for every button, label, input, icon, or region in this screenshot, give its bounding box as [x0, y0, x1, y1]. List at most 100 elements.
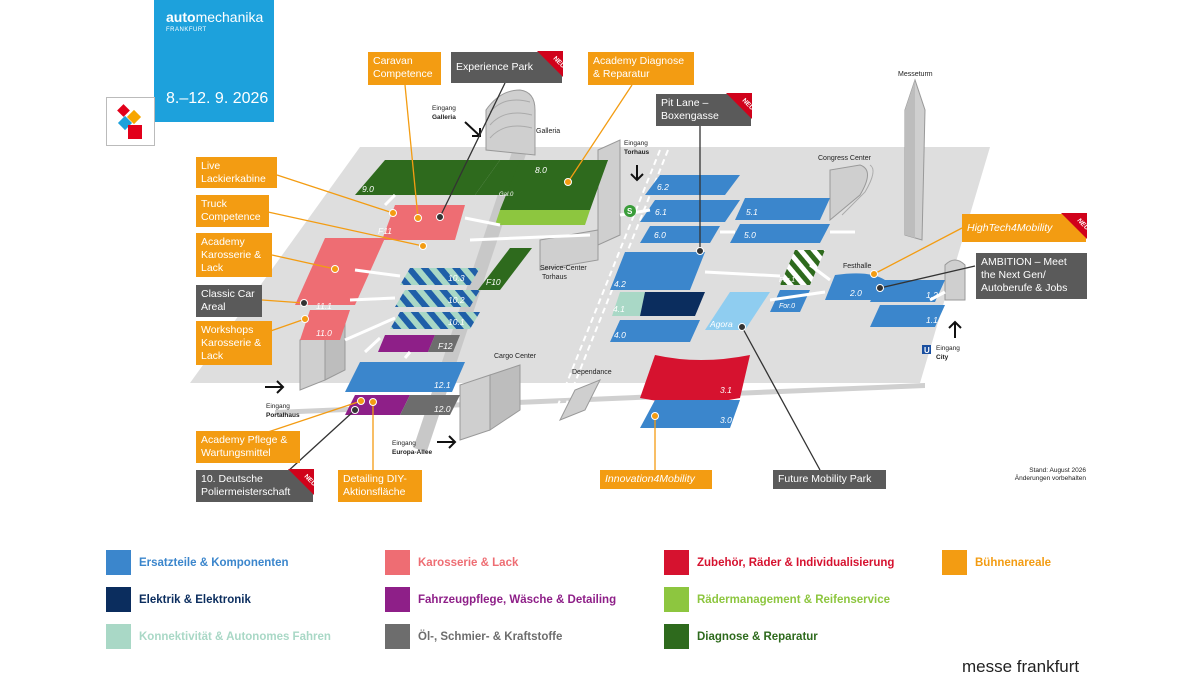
callout-pit-lane[interactable]: Pit Lane – Boxengasse NEU [656, 93, 752, 126]
hall-label: 8.0 [535, 165, 547, 175]
u-bahn-label: U [924, 346, 930, 355]
callout-academy-diagnose[interactable]: Academy Diagnose & Reparatur [588, 52, 694, 85]
hall-label: For.1 [779, 277, 795, 284]
legend-label: Fahrzeugpflege, Wäsche & Detailing [418, 593, 617, 606]
arrow-icon [464, 121, 481, 137]
callout-live-lackierkabine[interactable]: Live Lackierkabine [196, 157, 277, 188]
hall-label: Agora [709, 319, 733, 329]
callout-experience-park[interactable]: Experience Park NEU [451, 51, 563, 83]
entrance-label: Eingang [936, 345, 960, 352]
messe-logo-icon [106, 97, 155, 146]
hall-2-0 [825, 273, 885, 300]
festhalle-tower [944, 259, 966, 301]
hall-label: 5.1 [746, 207, 758, 217]
callout-academy-karosserie[interactable]: Academy Karosserie & Lack [196, 233, 272, 277]
legend-label: Elektrik & Elektronik [139, 593, 251, 606]
legend-swatch [106, 550, 131, 575]
legend-item: Diagnose & Reparatur [664, 624, 818, 649]
hall-label: F11 [378, 226, 392, 236]
entrance-label: Eingang [392, 440, 416, 447]
legend-item: Bühnenareale [942, 550, 1051, 575]
hall-4-1 [640, 292, 705, 316]
callout-truck-competence[interactable]: Truck Competence [196, 195, 269, 227]
hall-label: Gal.0 [499, 192, 514, 198]
arrow-icon [437, 435, 457, 449]
legend-item: Zubehör, Räder & Individualisierung [664, 550, 894, 575]
hall-1-1 [870, 305, 945, 327]
legend-label: Bühnenareale [975, 556, 1052, 569]
hall-label: F12 [438, 341, 453, 351]
hall-10-2 [395, 290, 480, 307]
stand-note: Stand: August 2026 Änderungen vorbehalte… [1014, 467, 1086, 482]
hall-6-1 [640, 200, 740, 222]
hall-label: 2.0 [849, 288, 862, 298]
galleria-building [485, 89, 536, 156]
legend-swatch [106, 587, 131, 612]
callout-future-mobility-park[interactable]: Future Mobility Park [773, 470, 886, 489]
callout-academy-pflege[interactable]: Academy Pflege & Wartungsmittel [196, 431, 300, 463]
u-bahn-icon [922, 345, 931, 354]
legend-item: Elektrik & Elektronik [106, 587, 251, 612]
place-label: Dependance [572, 369, 612, 376]
callout-ambition[interactable]: AMBITION – Meet the Next Gen/ Autoberufe… [976, 253, 1087, 299]
place-label: Torhaus [542, 274, 567, 281]
entrance-label: City [936, 354, 949, 361]
hall-label: 6.0 [654, 230, 666, 240]
neu-badge: NEU [726, 93, 752, 119]
entrance-labels: Eingang Galleria Eingang Torhaus Eingang… [266, 105, 960, 456]
hall-label: 12.1 [434, 380, 451, 390]
legend-swatch [664, 624, 689, 649]
callout-poliermeisterschaft[interactable]: 10. Deutsche Poliermeisterschaft NEU [196, 469, 314, 502]
brand-block: automechanika FRANKFURT 8.–12. 9. 2026 [154, 0, 274, 122]
hall-6-0 [640, 226, 720, 243]
arrow-icon [948, 320, 962, 338]
legend-swatch [942, 550, 967, 575]
neu-badge: NEU [537, 51, 563, 77]
hall-label: 1.1 [926, 315, 938, 325]
legend-swatch [385, 550, 410, 575]
entrance-label: Portalhaus [266, 412, 300, 419]
hall-label: 12.0 [434, 404, 451, 414]
callout-caravan[interactable]: Caravan Competence [368, 52, 441, 85]
entrance-label: Eingang [432, 105, 456, 112]
place-label: Cargo Center [494, 353, 537, 360]
hall-label: 9.0 [362, 184, 374, 194]
callout-hightech4mobility[interactable]: HighTech4Mobility NEU [962, 213, 1087, 242]
entrance-label: Eingang [266, 403, 290, 410]
arrow-icon [630, 165, 644, 182]
legend-item: Öl-, Schmier- & Kraftstoffe [385, 624, 562, 649]
callout-detailing-diy[interactable]: Detailing DIY-Aktionsfläche [338, 470, 422, 502]
callout-innovation4mobility[interactable]: Innovation4Mobility [600, 470, 712, 489]
hall-for-1 [780, 250, 825, 285]
legend-item: Konnektivität & Autonomes Fahren [106, 624, 331, 649]
hall-10-1 [390, 312, 480, 329]
callout-classic-car[interactable]: Classic Car Areal [196, 285, 262, 317]
hall-3-0 [640, 400, 740, 428]
s-bahn-label: S [627, 207, 633, 216]
place-label: Congress Center [818, 155, 872, 162]
legend-label: Diagnose & Reparatur [697, 630, 818, 643]
congress-building [829, 164, 868, 222]
legend-item: Rädermanagement & Reifenservice [664, 587, 890, 612]
hall-8-0 [500, 160, 608, 210]
legend-swatch [385, 587, 410, 612]
callout-label: HighTech4Mobility [967, 222, 1053, 234]
callout-workshops[interactable]: Workshops Karosserie & Lack [196, 321, 272, 365]
hall-label: 4.2 [614, 279, 626, 289]
hall-label: 10.3 [448, 273, 465, 283]
entrance-label: Torhaus [624, 149, 650, 156]
hall-5-1 [735, 198, 830, 220]
hall-10-3 [400, 268, 480, 285]
legend-label: Rädermanagement & Reifenservice [697, 593, 891, 606]
hall-label: 5.0 [744, 230, 756, 240]
hall-8-0-lower [495, 210, 590, 225]
torhaus-building [597, 139, 621, 246]
cargo-building [459, 374, 491, 441]
hall-3-1 [640, 355, 750, 403]
hall-label: 1.2 [926, 290, 938, 300]
brand-city: FRANKFURT [166, 27, 207, 33]
dependance-building [558, 379, 602, 421]
legend-item: Fahrzeugpflege, Wäsche & Detailing [385, 587, 616, 612]
arrow-icon [265, 380, 285, 394]
callout-label: 10. Deutsche Poliermeisterschaft [201, 473, 291, 498]
